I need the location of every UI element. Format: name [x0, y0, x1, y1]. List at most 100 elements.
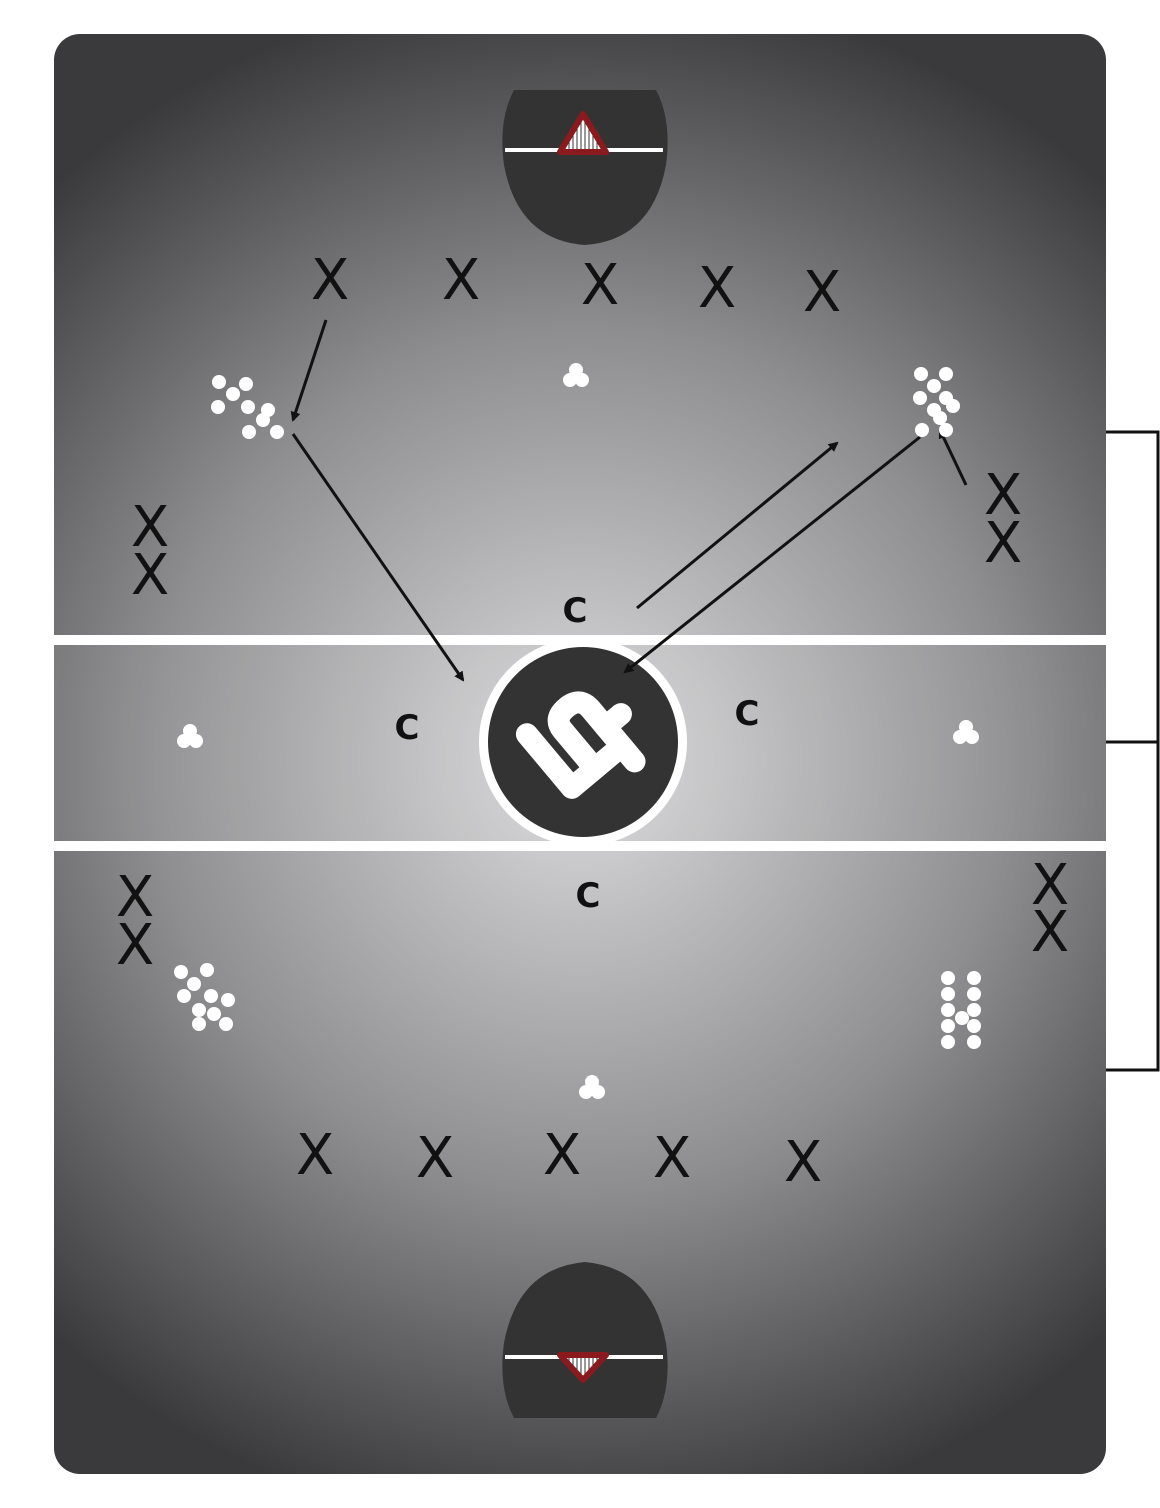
- attacker-label: X: [984, 511, 1022, 576]
- ball-icon: [261, 403, 275, 417]
- ball-icon: [914, 367, 928, 381]
- ball-icon: [933, 411, 947, 425]
- ball-icon: [941, 1003, 955, 1017]
- pass-arrows: [290, 319, 968, 682]
- ball-icon: [177, 989, 191, 1003]
- attacker-marker: X: [698, 256, 736, 321]
- attacker-label: X: [653, 1126, 691, 1191]
- cutter-label: C: [735, 694, 760, 734]
- ball-icon: [563, 373, 577, 387]
- attacker-marker: X: [116, 913, 154, 978]
- ball-icon: [211, 400, 225, 414]
- ball-icon: [192, 1017, 206, 1031]
- goal-bottom: [502, 1262, 668, 1418]
- ball-icon: [579, 1085, 593, 1099]
- attacker-label: X: [116, 913, 154, 978]
- arrow-icon: [290, 319, 328, 422]
- attacker-label: X: [416, 1126, 454, 1191]
- attacker-marker: X: [803, 260, 841, 325]
- ball-icon: [946, 399, 960, 413]
- ball-groups: [174, 363, 981, 1099]
- logo-icon: [515, 691, 646, 799]
- attacker-marker: X: [581, 253, 619, 318]
- attacker-marker: X: [442, 248, 480, 313]
- ball-icon: [219, 1017, 233, 1031]
- ball-icon: [967, 1019, 981, 1033]
- cutter-label: C: [563, 591, 588, 631]
- restraining-line-bottom: [54, 841, 1106, 851]
- ball-icon: [941, 1019, 955, 1033]
- ball-icon: [270, 425, 284, 439]
- attacker-marker: X: [984, 463, 1022, 528]
- attacker-label: X: [1031, 853, 1069, 918]
- attacker-label: X: [1031, 900, 1069, 965]
- attacker-label: X: [581, 253, 619, 318]
- ball-icon: [967, 1035, 981, 1049]
- ball-icon: [187, 977, 201, 991]
- ball-icon: [953, 730, 967, 744]
- attacker-marker: X: [653, 1126, 691, 1191]
- attacker-label: X: [698, 256, 736, 321]
- crease-bottom: [502, 1262, 668, 1418]
- ball-icon: [241, 400, 255, 414]
- attacker-marker: X: [984, 511, 1022, 576]
- attacker-label: X: [984, 463, 1022, 528]
- attacker-label: X: [803, 260, 841, 325]
- attacker-marker: X: [311, 248, 349, 313]
- attacker-label: X: [784, 1130, 822, 1195]
- attacker-label: X: [543, 1123, 581, 1188]
- attacker-marker: X: [131, 543, 169, 608]
- attacker-marker: X: [1031, 900, 1069, 965]
- attacker-label: X: [131, 495, 169, 560]
- ball-icon: [200, 963, 214, 977]
- attacker-label: X: [131, 543, 169, 608]
- ball-icon: [927, 379, 941, 393]
- attacker-label: X: [296, 1123, 334, 1188]
- ball-icon: [955, 1011, 969, 1025]
- ball-icon: [189, 734, 203, 748]
- attacker-marker: X: [416, 1126, 454, 1191]
- ball-icon: [242, 425, 256, 439]
- arrow-icon: [938, 428, 968, 486]
- ball-icon: [177, 734, 191, 748]
- cutter-label: C: [576, 876, 601, 916]
- attacker-marker: X: [116, 865, 154, 930]
- ball-icon: [915, 423, 929, 437]
- cutter-label: C: [395, 708, 420, 748]
- ball-icon: [591, 1085, 605, 1099]
- ball-icon: [913, 391, 927, 405]
- ball-icon: [967, 1003, 981, 1017]
- ball-icon: [941, 1035, 955, 1049]
- attacker-marker: X: [543, 1123, 581, 1188]
- ball-icon: [941, 971, 955, 985]
- ball-icon: [967, 987, 981, 1001]
- goal-top: [502, 90, 668, 245]
- ball-icon: [939, 367, 953, 381]
- ball-icon: [226, 387, 240, 401]
- attacker-marker: X: [296, 1123, 334, 1188]
- arrow-icon: [291, 433, 465, 682]
- attacker-marker: X: [1031, 853, 1069, 918]
- center-logo: [479, 638, 687, 846]
- ball-icon: [941, 987, 955, 1001]
- ball-icon: [204, 989, 218, 1003]
- arrow-icon: [636, 441, 839, 610]
- arrow-icon: [623, 435, 921, 674]
- ball-icon: [575, 373, 589, 387]
- side-bracket: [1106, 430, 1160, 1072]
- attacker-label: X: [116, 865, 154, 930]
- crease-top: [502, 90, 668, 245]
- ball-icon: [221, 993, 235, 1007]
- ball-icon: [939, 423, 953, 437]
- ball-icon: [212, 375, 226, 389]
- ball-icon: [207, 1007, 221, 1021]
- ball-icon: [174, 965, 188, 979]
- goal-icon: [557, 1352, 609, 1383]
- ball-icon: [192, 1003, 206, 1017]
- ball-icon: [239, 377, 253, 391]
- ball-icon: [965, 730, 979, 744]
- attacker-label: X: [442, 248, 480, 313]
- attacker-marker: X: [131, 495, 169, 560]
- attacker-label: X: [311, 248, 349, 313]
